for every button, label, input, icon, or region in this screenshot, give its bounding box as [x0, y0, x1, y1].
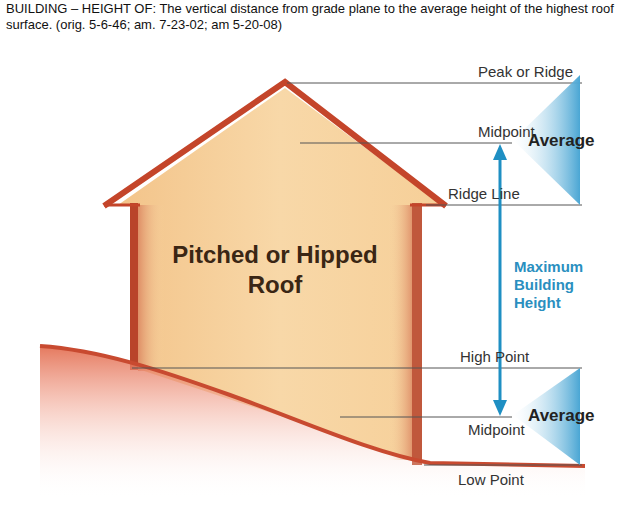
wall-shade: [138, 205, 164, 371]
ground-line: [40, 346, 585, 466]
midpoint-label: Midpoint: [468, 421, 525, 439]
average-label: Average: [528, 405, 594, 426]
ridge-line: [426, 205, 582, 206]
midpoint-label: Midpoint: [478, 123, 535, 141]
arrowhead: [493, 400, 507, 416]
ridge-line-label: Ridge Line: [448, 185, 520, 203]
average-label: Average: [528, 130, 594, 151]
wall-shade: [388, 205, 413, 460]
arrowhead: [493, 144, 507, 160]
ground-fill: [40, 346, 585, 500]
house-shape: Pitched or Hipped Roof: [150, 240, 400, 308]
peak-line: [287, 83, 582, 84]
roof-type-label: Pitched or Hipped Roof: [150, 240, 400, 300]
high-point-line: [132, 368, 582, 369]
right-wall: [412, 203, 422, 465]
average-triangle: Average: [510, 368, 622, 465]
midpoint-line: [340, 417, 512, 418]
height-label: Maximum Building Height: [514, 258, 618, 312]
low-point-line: [424, 465, 582, 466]
midpoint-line: [300, 143, 512, 144]
definition-text: BUILDING – HEIGHT OF: The vertical dista…: [6, 1, 620, 33]
roof-line: [104, 82, 446, 206]
peak-label: Peak or Ridge: [478, 63, 573, 81]
left-wall: [130, 203, 138, 370]
high-point-label: High Point: [460, 348, 529, 366]
eave: [104, 204, 140, 207]
low-point-label: Low Point: [458, 471, 524, 489]
